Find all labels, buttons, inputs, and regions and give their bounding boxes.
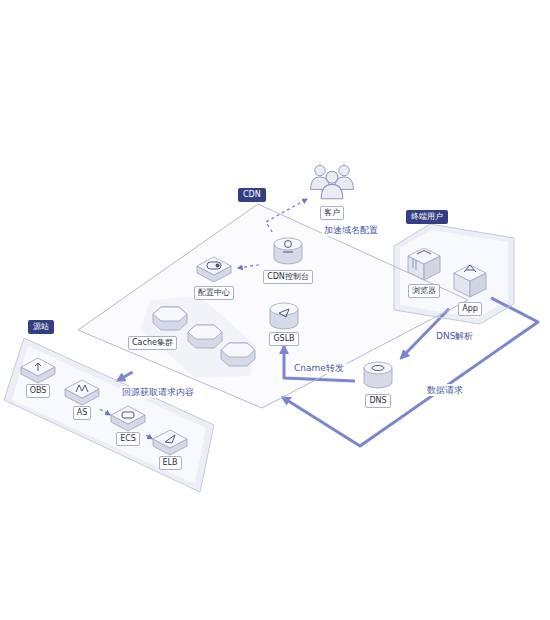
- node-label: ECS: [116, 432, 140, 446]
- edge-label: 加速域名配置: [322, 224, 380, 236]
- elb-icon: [153, 430, 187, 455]
- source-platform: [12, 346, 206, 484]
- region-tag: 源站: [28, 320, 54, 334]
- node-label: 客户: [320, 206, 344, 220]
- flow-arrow: [146, 435, 152, 438]
- flow-arrow: [266, 199, 307, 232]
- source-ground: [4, 338, 214, 492]
- service-node: DNS: [355, 356, 401, 408]
- as-icon: [65, 380, 99, 405]
- ecs-icon: [111, 406, 145, 431]
- gslb-icon: [270, 303, 298, 329]
- region-tag: CDN: [238, 188, 266, 202]
- region-border: [78, 204, 468, 408]
- service-node: Cache集群: [128, 302, 252, 372]
- service-node: 浏览器: [402, 242, 446, 298]
- customer-figure: [311, 165, 354, 199]
- service-node: CDN控制台: [259, 232, 317, 284]
- app-icon: [454, 265, 486, 297]
- service-node: OBS: [20, 356, 56, 398]
- node-label: CDN控制台: [263, 270, 313, 284]
- node-label: Cache集群: [128, 336, 177, 350]
- service-node: App: [449, 258, 491, 316]
- region-tag: 终端用户: [406, 210, 448, 224]
- config-icon: [197, 257, 231, 282]
- flow-arrow: [238, 265, 259, 268]
- region-border: [4, 338, 214, 492]
- service-node: 客户: [307, 150, 357, 220]
- edge-label: 数据请求: [425, 384, 465, 396]
- user-platform: [400, 230, 508, 318]
- node-label: AS: [73, 406, 92, 420]
- console-icon: [274, 238, 302, 264]
- region-outline: [2, 316, 216, 494]
- node-label: GSLB: [269, 332, 298, 346]
- node-label: DNS: [365, 394, 390, 408]
- edge-label: 回源获取请求内容: [120, 386, 196, 398]
- edge-label: DNS解析: [434, 330, 475, 342]
- service-node: ECS: [110, 404, 146, 446]
- node-label: 配置中心: [194, 286, 234, 300]
- obs-icon: [21, 358, 55, 383]
- flow-arrow: [282, 298, 538, 446]
- region-panel: 源站 OBS AS ECS ELB: [2, 316, 216, 494]
- service-node: GSLB: [262, 300, 306, 346]
- service-node: ELB: [152, 428, 188, 470]
- region-panel: 终端用户浏览器 App: [392, 206, 516, 326]
- service-node: AS: [64, 378, 100, 420]
- flow-arrow: [100, 409, 110, 415]
- region-outline: [392, 206, 516, 326]
- region-border: [394, 224, 514, 324]
- service-node: 配置中心: [190, 252, 238, 300]
- node-label: 浏览器: [408, 284, 440, 298]
- flow-arrow: [117, 372, 132, 381]
- edge-label: Cname转发: [292, 362, 346, 374]
- flow-arrow: [284, 346, 355, 381]
- dns-icon: [364, 362, 392, 388]
- node-label: App: [458, 302, 482, 316]
- node-label: OBS: [26, 384, 51, 398]
- node-label: ELB: [159, 456, 182, 470]
